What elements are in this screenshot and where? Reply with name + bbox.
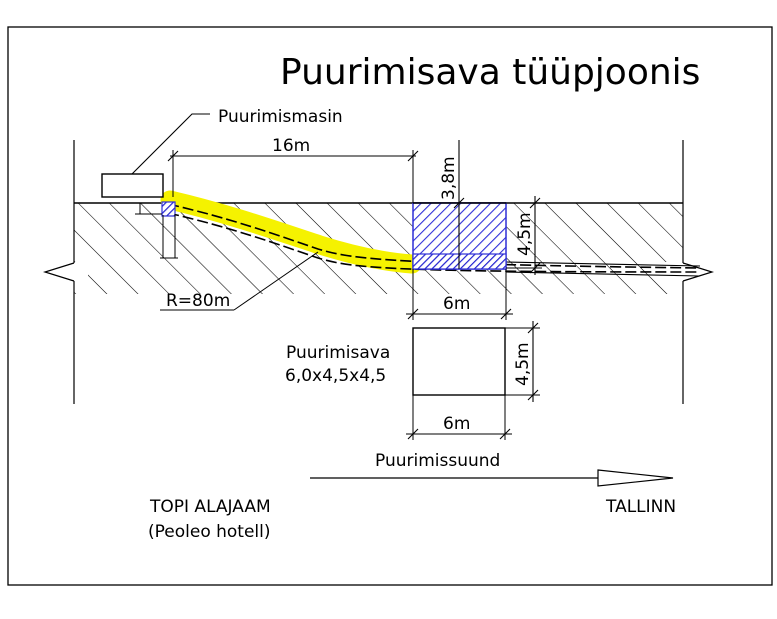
- break-line-left: [42, 262, 75, 282]
- plan-width-dimension: [406, 395, 512, 440]
- pit-plan-rectangle: [412, 327, 506, 396]
- pit-width-label: 6m: [443, 294, 470, 314]
- drill-path-highlight: [160, 190, 422, 274]
- drilling-pit: [412, 202, 507, 270]
- page-title: Puurimisava tüüpjoonis: [280, 52, 700, 93]
- plan-depth-label: 4,5m: [513, 342, 533, 386]
- entry-dimension-marks: [135, 203, 178, 259]
- plan-width-label: 6m: [443, 414, 470, 434]
- clearance-dimension: [453, 140, 465, 209]
- frame-border: [7, 26, 773, 586]
- pit-depth-dimension: [506, 196, 542, 275]
- span-length-label: 16m: [272, 136, 310, 156]
- pit-width-dimension: [406, 269, 513, 320]
- direction-label: Puurimissuund: [375, 451, 500, 471]
- start-location-sublabel: (Peoleo hotell): [148, 522, 271, 542]
- direction-arrow: [310, 469, 674, 487]
- end-location-label: TALLINN: [605, 497, 676, 517]
- radius-label: R=80m: [166, 291, 230, 311]
- start-location-label: TOPI ALAJAAM: [149, 497, 271, 517]
- drilling-machine: [101, 173, 164, 198]
- plan-depth-dimension: [505, 321, 540, 402]
- entry-pit: [161, 201, 176, 217]
- drill-pipe: [167, 203, 701, 273]
- pit-size-label: 6,0x4,5x4,5: [285, 366, 386, 386]
- machine-label: Puurimismasin: [218, 107, 343, 127]
- radius-leader: [160, 251, 319, 311]
- span-dimension: [167, 150, 419, 203]
- machine-leader: [131, 113, 210, 175]
- pit-depth-label: 4,5m: [515, 212, 535, 256]
- clearance-label: 3,8m: [439, 156, 459, 200]
- pit-name-label: Puurimisava: [286, 343, 390, 363]
